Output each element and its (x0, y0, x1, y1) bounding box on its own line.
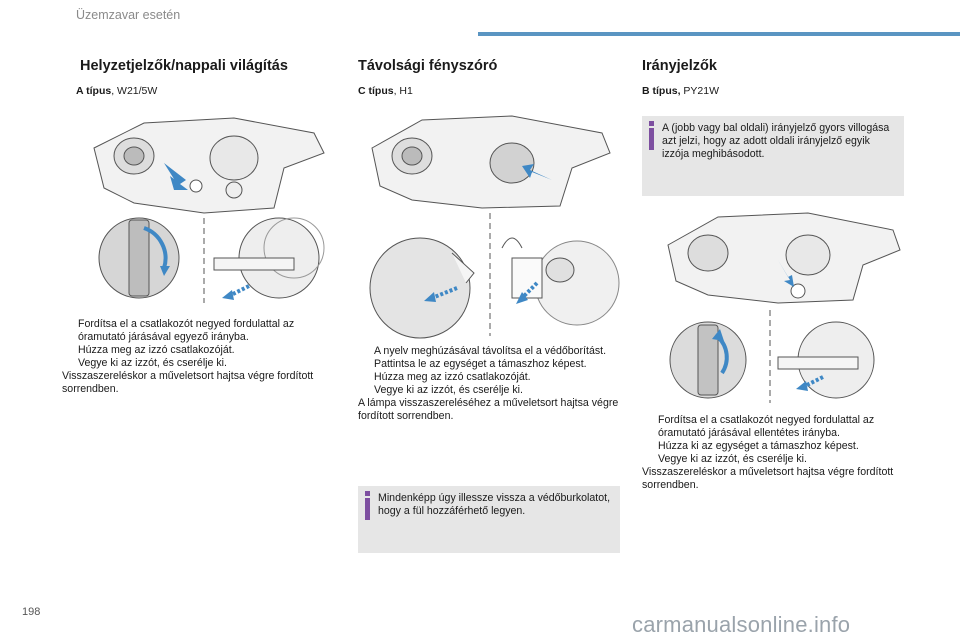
bulb-removal-detail (501, 237, 620, 326)
connector-rotate-detail (98, 217, 180, 299)
section-title: Helyzetjelzők/nappali világítás (80, 58, 288, 74)
list-item: Vegye ki az izzót, és cserélje ki. (658, 453, 807, 465)
section-title: Távolsági fényszóró (358, 58, 498, 74)
unit-pull-detail (777, 321, 875, 399)
arrow-icon (522, 164, 552, 180)
type-label: C típus (358, 85, 394, 97)
header-title: Üzemzavar esetén (76, 8, 181, 22)
type-value: , H1 (393, 85, 413, 97)
closing-text: A lámpa visszaszereléséhez a műveletsort… (358, 397, 619, 422)
list-item: A nyelv meghúzásával távolítsa el a védő… (374, 345, 607, 357)
type-value: , W21/5W (111, 85, 158, 97)
note-text: A (jobb vagy bal oldali) irányjelző gyor… (662, 122, 890, 160)
list-item: Fordítsa el a csatlakozót negyed fordula… (78, 318, 295, 343)
arrow-icon (164, 163, 188, 190)
type-label: B típus, (642, 85, 681, 97)
cover-removal-detail (369, 237, 475, 339)
info-note: A (jobb vagy bal oldali) irányjelző gyor… (642, 116, 904, 196)
connector-pull-detail (213, 217, 325, 300)
list-item: Vegye ki az izzót, és cserélje ki. (78, 357, 227, 369)
bulb-type: A típus, W21/5W (76, 85, 157, 97)
watermark: carmanualsonline.info (632, 612, 851, 637)
info-icon-bar (649, 128, 654, 150)
list-item: Pattintsa le az egységet a támaszhoz kép… (374, 358, 587, 370)
position-light-illustration (93, 117, 325, 303)
info-note: Mindenképp úgy illessze vissza a védőbur… (358, 486, 620, 553)
instructions: Fordítsa el a csatlakozót negyed fordula… (62, 318, 334, 396)
type-label: A típus (76, 85, 112, 97)
turn-signal-illustration (667, 212, 901, 403)
info-icon-bar (365, 498, 370, 520)
info-icon (649, 121, 654, 126)
closing-text: Visszaszereléskor a műveletsort hajtsa v… (62, 370, 314, 395)
header-accent-bar (478, 32, 960, 36)
list-item: Húzza meg az izzó csatlakozóját. (374, 371, 531, 383)
high-beam-illustration (369, 115, 620, 339)
page-number: 198 (22, 606, 41, 618)
arrow-icon (778, 260, 794, 287)
instructions: Fordítsa el a csatlakozót negyed fordula… (642, 414, 904, 492)
bulb-type: B típus, PY21W (642, 85, 719, 97)
connector-rotate-detail (669, 321, 747, 399)
list-item: Húzza meg az izzó csatlakozóját. (78, 344, 235, 356)
section-title: Irányjelzők (642, 58, 717, 74)
note-text: Mindenképp úgy illessze vissza a védőbur… (378, 492, 611, 517)
list-item: Fordítsa el a csatlakozót negyed fordula… (658, 414, 875, 439)
info-icon (365, 491, 370, 496)
list-item: Vegye ki az izzót, és cserélje ki. (374, 384, 523, 396)
type-value: PY21W (680, 85, 720, 97)
closing-text: Visszaszereléskor a műveletsort hajtsa v… (642, 466, 894, 491)
instructions: A nyelv meghúzásával távolítsa el a védő… (358, 345, 620, 423)
list-item: Húzza ki az egységet a támaszhoz képest. (658, 440, 859, 452)
bulb-type: C típus, H1 (358, 85, 413, 97)
